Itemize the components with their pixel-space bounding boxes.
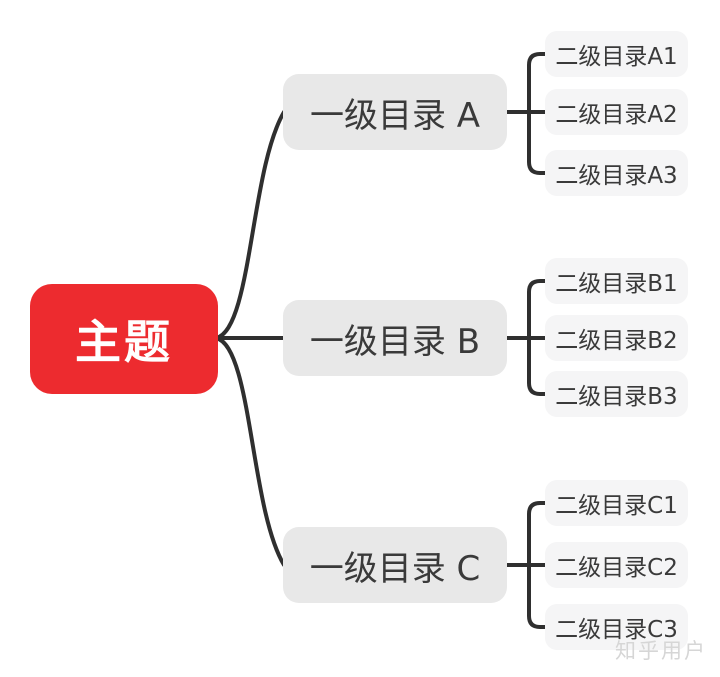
- node-leaf-b3[interactable]: 二级目录B3: [545, 371, 688, 417]
- node-branch-a[interactable]: 一级目录 A: [283, 74, 507, 150]
- edge-root-to-branch-c: [214, 336, 286, 567]
- node-leaf-c3[interactable]: 二级目录C3: [545, 604, 688, 650]
- node-branch-c[interactable]: 一级目录 C: [283, 527, 507, 603]
- node-root-topic[interactable]: 主题: [30, 284, 218, 394]
- edge-branch-a-bracket: [527, 52, 549, 175]
- node-leaf-a2[interactable]: 二级目录A2: [545, 89, 688, 135]
- node-leaf-a3[interactable]: 二级目录A3: [545, 150, 688, 196]
- edge-branch-c-bracket: [527, 501, 549, 629]
- node-leaf-c2[interactable]: 二级目录C2: [545, 542, 688, 588]
- watermark: 知乎用户: [615, 639, 707, 663]
- edge-branch-b-bracket: [527, 279, 549, 396]
- node-branch-b[interactable]: 一级目录 B: [283, 300, 507, 376]
- node-leaf-c1[interactable]: 二级目录C1: [545, 480, 688, 526]
- edge-root-to-branch-a: [214, 110, 286, 340]
- node-leaf-b2[interactable]: 二级目录B2: [545, 315, 688, 361]
- node-leaf-a1[interactable]: 二级目录A1: [545, 31, 688, 77]
- node-leaf-b1[interactable]: 二级目录B1: [545, 258, 688, 304]
